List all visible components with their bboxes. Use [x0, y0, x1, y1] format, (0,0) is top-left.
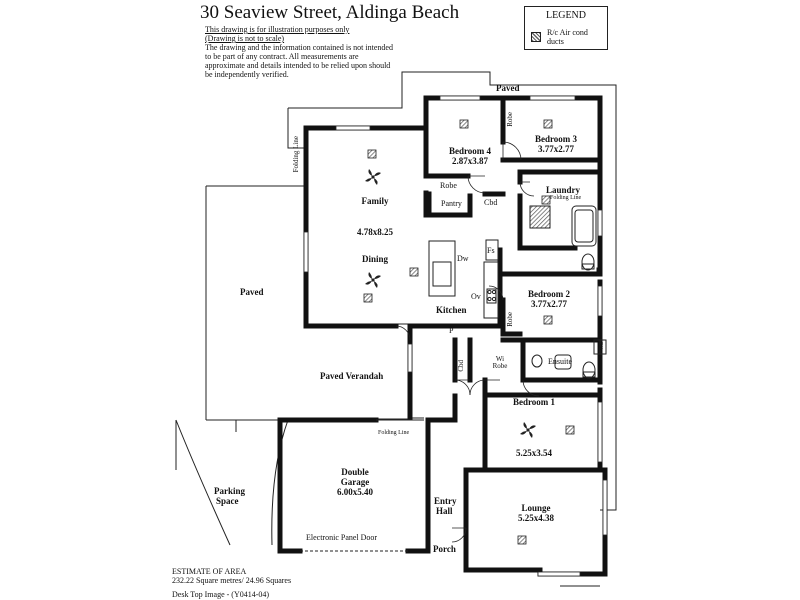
area-estimate-value: 232.22 Square metres/ 24.96 Squares [172, 576, 292, 585]
label-paved-left: Paved [240, 287, 264, 297]
label-cbd-top: Cbd [484, 198, 498, 207]
label-wi-robe-2: Robe [492, 362, 508, 370]
label-robe-bed4: Robe [440, 181, 457, 190]
label-robe-bed2: Robe [506, 312, 514, 327]
label-folding-line-side: Folding Line [292, 136, 300, 173]
label-pantry: Pantry [441, 199, 462, 208]
label-robe-bed3: Robe [506, 112, 514, 127]
page-title: 30 Seaview Street, Aldinga Beach [200, 2, 460, 23]
label-cbd-bottom: Cbd [457, 360, 465, 372]
label-entry-line1: Entry [434, 496, 457, 506]
footer-image-id: Desk Top Image - (Y0414-04) [172, 590, 270, 599]
disclaimer-line1: This drawing is for illustration purpose… [205, 25, 350, 34]
label-bedroom2-size: 3.77x2.77 [531, 299, 567, 309]
disclaimer-line2: (Drawing is not to scale) [205, 34, 285, 43]
label-electronic-panel-door: Electronic Panel Door [306, 533, 378, 542]
label-family-size: 4.78x8.25 [357, 227, 393, 237]
area-estimate: ESTIMATE OF AREA 232.22 Square metres/ 2… [172, 567, 291, 585]
duct-symbols [363, 119, 575, 545]
label-kitchen: Kitchen [436, 305, 467, 315]
label-folding-line-laundry: Folding Line [550, 195, 582, 201]
label-family: Family [361, 196, 389, 206]
label-bedroom4-size: 2.87x3.87 [452, 156, 488, 166]
label-parking-line1: Parking [214, 486, 246, 496]
label-wc: WC [600, 342, 605, 351]
label-lounge-size: 5.25x4.38 [518, 513, 554, 523]
label-dw: Dw [457, 254, 469, 263]
hatched-square-icon [531, 32, 541, 42]
label-garage-line2: Garage [340, 477, 370, 487]
label-laundry: Laundry [546, 185, 581, 195]
bathroom-fixtures [529, 205, 607, 379]
legend-item: R/c Air cond ducts [547, 28, 588, 46]
label-bedroom2: Bedroom 2 [527, 289, 571, 299]
label-bedroom1-size: 5.25x3.54 [516, 448, 552, 458]
label-parking-line2: Space [216, 496, 239, 506]
legend: LEGEND R/c Air cond ducts [524, 6, 608, 50]
label-bedroom4: Bedroom 4 [448, 146, 492, 156]
label-paved-verandah: Paved Verandah [320, 371, 384, 381]
label-bedroom3-size: 3.77x2.77 [538, 144, 574, 154]
label-bedroom3: Bedroom 3 [534, 134, 578, 144]
disclaimer: This drawing is for illustration purpose… [205, 25, 395, 79]
label-entry-line2: Hall [436, 506, 453, 516]
label-fs: Fs [487, 246, 495, 255]
label-wi-robe-1: Wi [495, 355, 505, 363]
kitchen-benches [428, 239, 499, 319]
label-dining: Dining [361, 254, 388, 264]
area-estimate-heading: ESTIMATE OF AREA [172, 567, 247, 576]
label-ensuite: Ensuite [548, 357, 572, 366]
label-p: P [449, 326, 454, 335]
windows [303, 95, 608, 577]
label-folding-line-garage: Folding Line [378, 430, 410, 436]
legend-title: LEGEND [546, 10, 586, 21]
label-garage-line1: Double [341, 467, 369, 477]
disclaimer-body: The drawing and the information containe… [205, 43, 393, 79]
label-lounge: Lounge [521, 503, 551, 513]
label-porch: Porch [433, 544, 456, 554]
label-ov: Ov [471, 292, 481, 301]
label-bedroom1: Bedroom 1 [512, 397, 556, 407]
door-swings [395, 141, 540, 543]
label-garage-size: 6.00x5.40 [337, 487, 373, 497]
label-paved-top: Paved [496, 83, 520, 93]
